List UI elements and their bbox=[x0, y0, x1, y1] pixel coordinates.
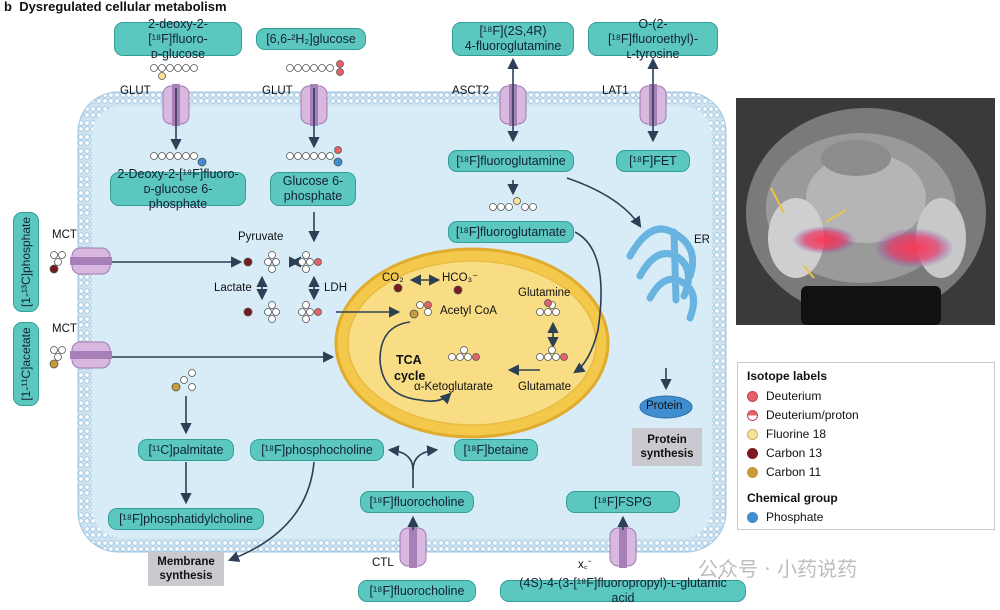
asct2-text: ASCT2 bbox=[452, 85, 490, 97]
label-fdg: 2-deoxy-2-[¹⁸F]fluoro-ᴅ-glucose bbox=[114, 17, 242, 61]
protein-blob bbox=[639, 395, 693, 419]
label-fluoroglutamine-top: [¹⁸F](2S,4R)4-fluoroglutamine bbox=[452, 22, 574, 56]
legend-item-phosphate: Phosphate bbox=[747, 509, 823, 525]
mri-image bbox=[736, 98, 995, 325]
legend-item-deuterium-proton: Deuterium/proton bbox=[747, 407, 859, 423]
ctl-text: CTL bbox=[372, 557, 394, 569]
pyruvate-text: Pyruvate bbox=[238, 231, 284, 243]
label-d2-glucose: [6,6-²H₂]glucose bbox=[256, 28, 366, 50]
carbon13-dot-icon bbox=[747, 447, 758, 459]
mct2-text: MCT bbox=[52, 323, 77, 335]
label-fdg-6-phosphate: 2-Deoxy-2-[¹⁸F]fluoro-ᴅ-glucose 6-phosph… bbox=[110, 167, 246, 211]
legend-item-fluorine18: Fluorine 18 bbox=[747, 426, 826, 442]
ldh-text: LDH bbox=[324, 282, 348, 294]
label-13c-phosphate: [1-¹³C]phosphate bbox=[13, 212, 39, 312]
label-11c-acetate: [1-¹¹C]acetate bbox=[13, 322, 39, 406]
transporter-mct1 bbox=[70, 247, 112, 275]
deuterium-dot-icon bbox=[747, 390, 758, 402]
xc-text: x꜀⁻ bbox=[578, 559, 592, 571]
panel-title: b Dysregulated cellular metabolism bbox=[4, 0, 227, 14]
label-phosphatidylcholine: [¹⁸F]phosphatidylcholine bbox=[108, 508, 264, 530]
legend-item-carbon11: Carbon 11 bbox=[747, 464, 821, 480]
label-fspg-outer: (4S)-4-(3-[¹⁸F]fluoropropyl)-ʟ-glutamic … bbox=[500, 576, 746, 605]
glutamate-text: Glutamate bbox=[518, 381, 572, 393]
transporter-xc bbox=[609, 526, 637, 568]
label-fluorocholine-inner: [¹⁸F]fluorocholine bbox=[360, 491, 474, 513]
molecule-chains bbox=[49, 60, 568, 392]
label-fet: [¹⁸F]FET bbox=[616, 150, 690, 172]
label-fet-top: O-(2-[¹⁸F]fluoroethyl)-ʟ-tyrosine bbox=[588, 17, 718, 61]
label-fluorocholine-outer: [¹⁸F]fluorocholine bbox=[358, 580, 476, 602]
carbon11-dot-icon bbox=[747, 466, 758, 478]
label-fluoroglutamate: [¹⁸F]fluoroglutamate bbox=[448, 221, 574, 243]
tca-text: TCA bbox=[396, 353, 422, 367]
acetyl-coa-text: Acetyl CoA bbox=[440, 305, 497, 317]
label-fluoroglutamine: [¹⁸F]fluoroglutamine bbox=[448, 150, 574, 172]
mitochondrion-inner bbox=[347, 260, 597, 426]
cycle-text: cycle bbox=[394, 369, 426, 383]
hco3-text: HCO₃⁻ bbox=[442, 272, 479, 284]
akg-text: α-Ketoglutarate bbox=[414, 381, 493, 393]
co2-text: CO₂ bbox=[382, 272, 404, 284]
transporter-ctl bbox=[399, 526, 427, 568]
legend-item-carbon13: Carbon 13 bbox=[747, 445, 822, 461]
glut2-text: GLUT bbox=[262, 85, 293, 97]
panel-letter: b bbox=[4, 0, 12, 14]
mri-svg bbox=[736, 98, 995, 325]
legend: Isotope labels Deuterium Deuterium/proto… bbox=[737, 362, 995, 530]
transporter-mct2 bbox=[70, 341, 112, 369]
legend-group-title: Chemical group bbox=[747, 491, 838, 505]
legend-item-deuterium: Deuterium bbox=[747, 388, 821, 404]
panel-title-text: Dysregulated cellular metabolism bbox=[19, 0, 227, 14]
glut1-text: GLUT bbox=[120, 85, 151, 97]
lat1-text: LAT1 bbox=[602, 85, 629, 97]
label-palmitate: [¹¹C]palmitate bbox=[138, 439, 234, 461]
mct1-text: MCT bbox=[52, 229, 77, 241]
lactate-text: Lactate bbox=[214, 282, 252, 294]
watermark: 公众号 · 小药说药 bbox=[698, 557, 858, 581]
legend-isotope-title: Isotope labels bbox=[747, 369, 828, 383]
pathway-arrows bbox=[112, 57, 672, 563]
deuterium-proton-dot-icon bbox=[747, 409, 758, 421]
protein-text: Protein bbox=[646, 400, 683, 412]
label-phosphocholine: [¹⁸F]phosphocholine bbox=[250, 439, 384, 461]
label-fspg-inner: [¹⁸F]FSPG bbox=[566, 491, 680, 513]
label-betaine: [¹⁸F]betaine bbox=[454, 439, 538, 461]
glutamine-text: Glutamine bbox=[518, 287, 571, 299]
phosphate-dot-icon bbox=[747, 511, 758, 523]
label-glucose-6-phosphate: Glucose 6-phosphate bbox=[270, 172, 356, 206]
er-text: ER bbox=[694, 234, 710, 246]
fluorine18-dot-icon bbox=[747, 428, 758, 440]
endoplasmic-reticulum bbox=[626, 225, 698, 322]
